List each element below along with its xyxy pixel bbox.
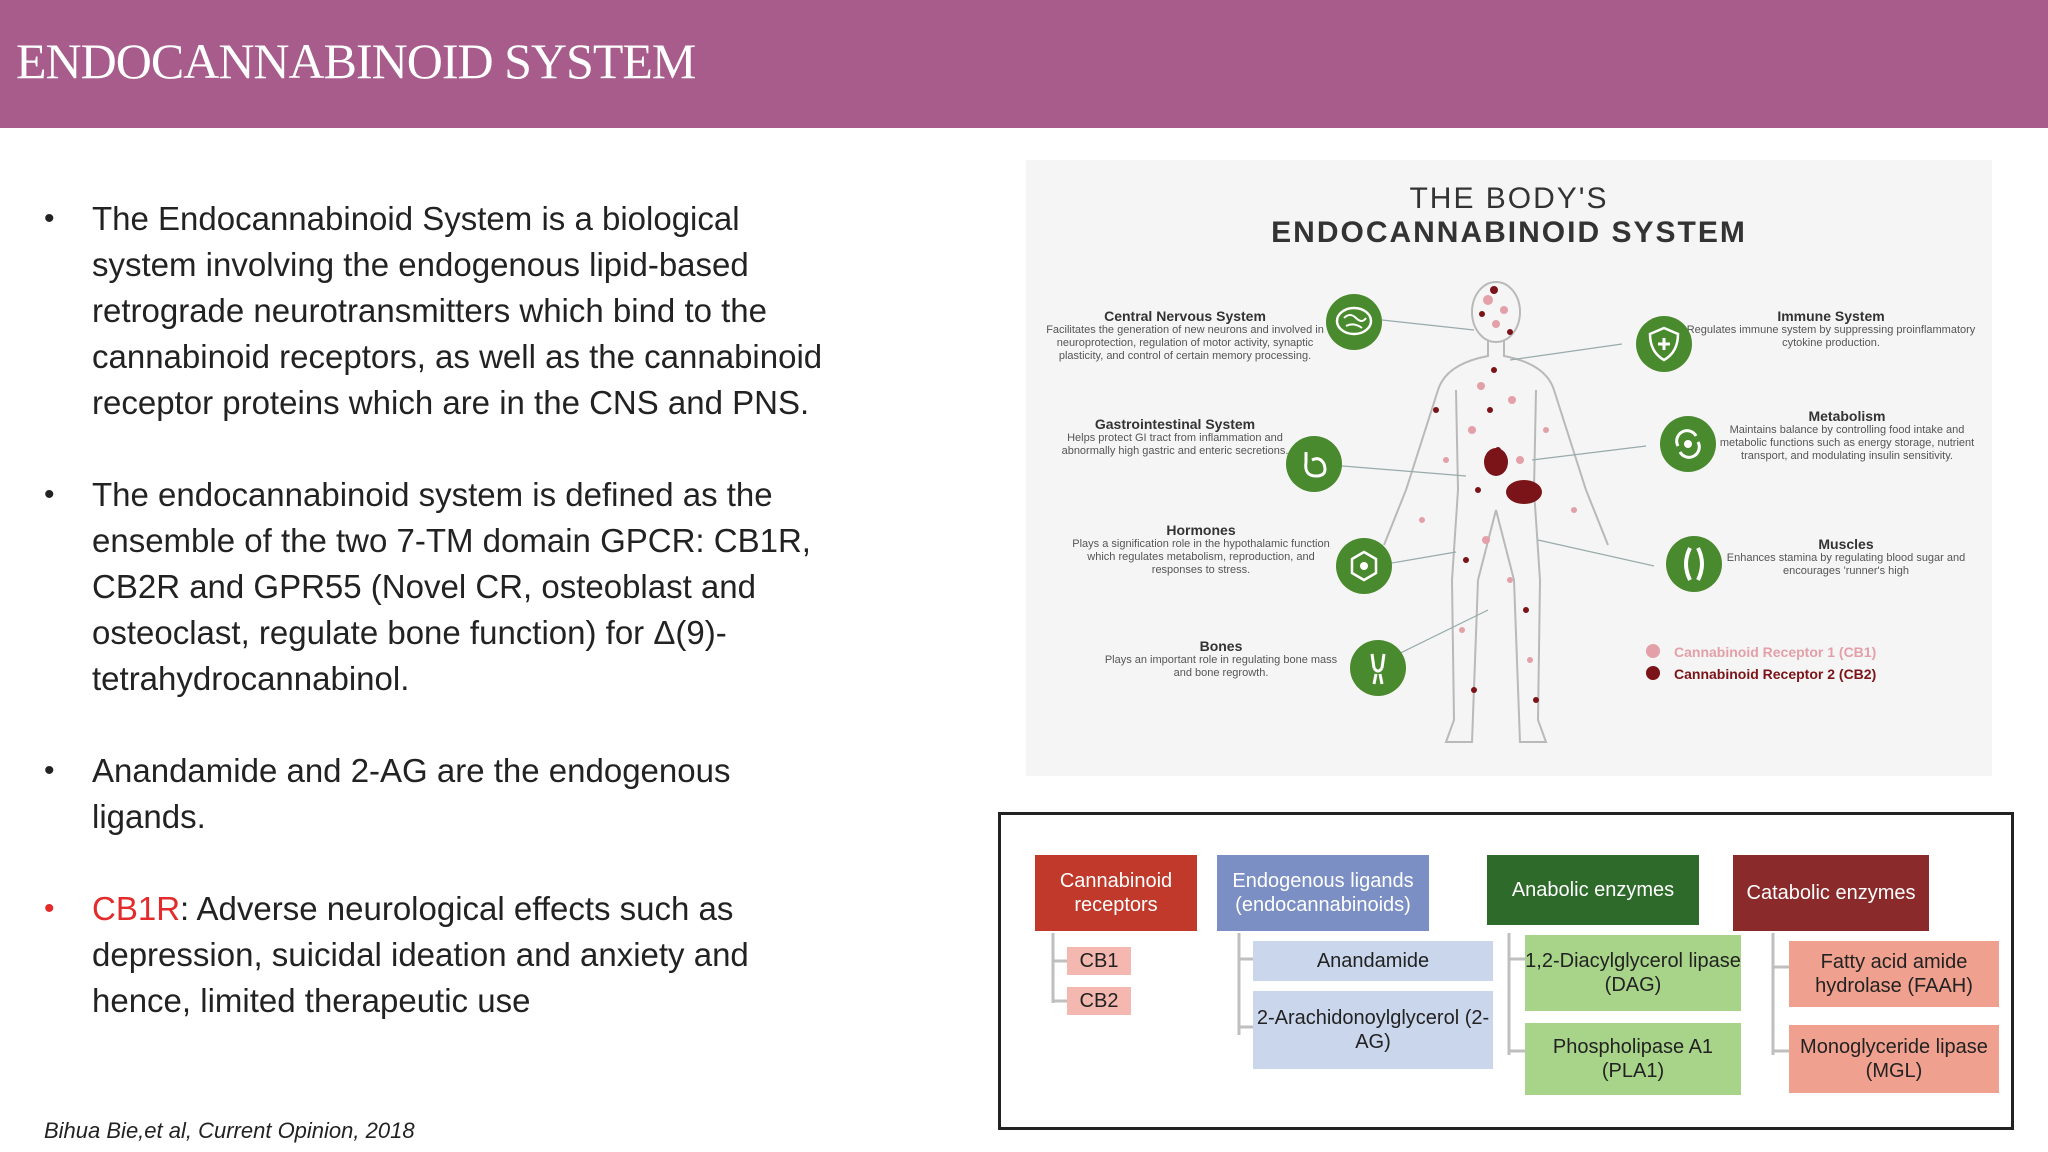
item-cb1: CB1 — [1067, 947, 1131, 975]
item-label: Monoglyceride lipase (MGL) — [1800, 1036, 1988, 1082]
bullet-text: The endocannabinoid system is defined as… — [92, 476, 811, 697]
item-2-ag: 2-Arachidonoylglycerol (2-AG) — [1253, 991, 1493, 1069]
legend-label: Cannabinoid Receptor 2 (CB2) — [1674, 666, 1877, 682]
endocannabinoid-infographic: THE BODY'S ENDOCANNABINOID SYSTEM — [1026, 160, 1992, 776]
system-name: Gastrointestinal System — [1094, 416, 1256, 432]
system-hormones: Hormones Plays a signification role in t… — [1066, 522, 1336, 577]
bullet-item: • Anandamide and 2-AG are the endogenous… — [40, 748, 840, 840]
bullet-marker: • — [44, 478, 55, 511]
system-name: Central Nervous System — [1104, 308, 1266, 324]
bullet-text: : Adverse neurological effects such as d… — [92, 890, 749, 1019]
system-name: Bones — [1199, 638, 1243, 654]
header-endogenous-ligands: Endogenous ligands (endocannabinoids) — [1217, 855, 1429, 931]
item-anandamide: Anandamide — [1253, 941, 1493, 981]
item-faah: Fatty acid amide hydrolase (FAAH) — [1789, 941, 1999, 1007]
muscle-icon — [1666, 536, 1722, 592]
header-cannabinoid-receptors: Cannabinoid receptors — [1035, 855, 1197, 931]
item-label: Fatty acid amide hydrolase (FAAH) — [1815, 951, 1973, 997]
legend-label: Cannabinoid Receptor 1 (CB1) — [1674, 644, 1877, 660]
system-name: Muscles — [1818, 536, 1874, 552]
system-desc: Helps protect GI tract from inflammation… — [1061, 432, 1289, 457]
system-immune: Immune System Regulates immune system by… — [1686, 308, 1976, 350]
item-label: CB1 — [1079, 950, 1119, 972]
system-metabolism: Metabolism Maintains balance by controll… — [1712, 408, 1982, 463]
system-name: Metabolism — [1808, 408, 1886, 424]
system-bones: Bones Plays an important role in regulat… — [1096, 638, 1346, 680]
body-figure — [1317, 281, 1655, 743]
item-label: 2-Arachidonoylglycerol (2-AG) — [1256, 1007, 1490, 1053]
system-name: Hormones — [1166, 522, 1236, 538]
bone-joint-icon — [1350, 640, 1406, 696]
bullet-marker: • — [44, 754, 55, 787]
system-desc: Facilitates the generation of new neuron… — [1046, 324, 1324, 362]
item-label: 1,2-Diacylglycerol lipase (DAG) — [1525, 950, 1741, 996]
system-desc: Maintains balance by controlling food in… — [1719, 424, 1975, 462]
recycle-icon — [1660, 416, 1716, 472]
bullet-item: • CB1R: Adverse neurological effects suc… — [40, 886, 840, 1024]
system-cns: Central Nervous System Facilitates the g… — [1040, 308, 1330, 363]
bullet-marker: • — [44, 202, 55, 235]
system-desc: Plays an important role in regulating bo… — [1104, 654, 1338, 679]
legend-item-cb1: Cannabinoid Receptor 1 (CB1) — [1646, 644, 1876, 660]
item-label: CB2 — [1079, 990, 1119, 1012]
bullet-item: • The endocannabinoid system is defined … — [40, 472, 840, 702]
bullet-highlight: CB1R — [92, 890, 181, 927]
citation: Bihua Bie,et al, Current Opinion, 2018 — [44, 1118, 415, 1143]
item-mgl: Monoglyceride lipase (MGL) — [1789, 1025, 1999, 1093]
header-label: Catabolic enzymes — [1746, 882, 1916, 904]
bullet-item: • The Endocannabinoid System is a biolog… — [40, 196, 840, 426]
brain-icon — [1326, 294, 1382, 350]
shield-plus-icon — [1636, 316, 1692, 372]
bullet-text: Anandamide and 2-AG are the endogenous l… — [92, 752, 731, 835]
enzyme-table: Cannabinoid receptors CB1 CB2 Endogenous… — [998, 812, 2014, 1130]
header-label: Endogenous ligands (endocannabinoids) — [1232, 870, 1414, 916]
slide-title: ENDOCANNABINOID SYSTEM — [16, 33, 696, 89]
infographic-title-line2: ENDOCANNABINOID SYSTEM — [1271, 216, 1747, 249]
bullet-marker: • — [44, 892, 55, 925]
header-catabolic-enzymes: Catabolic enzymes — [1733, 855, 1929, 931]
header-anabolic-enzymes: Anabolic enzymes — [1487, 855, 1699, 925]
bullet-list: • The Endocannabinoid System is a biolog… — [40, 196, 840, 1070]
molecule-icon — [1336, 538, 1392, 594]
system-desc: Enhances stamina by regulating blood sug… — [1726, 552, 1966, 577]
system-muscles: Muscles Enhances stamina by regulating b… — [1716, 536, 1976, 578]
header-label: Anabolic enzymes — [1511, 879, 1675, 901]
system-name: Immune System — [1777, 308, 1885, 324]
legend-dot — [1646, 644, 1660, 658]
item-phospholipase: Phospholipase A1 (PLA1) — [1525, 1023, 1741, 1095]
tree-connectors — [1051, 933, 1791, 1055]
bullet-text: The Endocannabinoid System is a biologic… — [92, 200, 823, 421]
item-cb2: CB2 — [1067, 987, 1131, 1015]
slide-header: ENDOCANNABINOID SYSTEM — [0, 0, 2048, 128]
header-label: Cannabinoid receptors — [1059, 870, 1173, 916]
system-desc: Plays a signification role in the hypoth… — [1072, 538, 1330, 576]
legend-item-cb2: Cannabinoid Receptor 2 (CB2) — [1646, 666, 1876, 682]
legend-dot — [1646, 666, 1660, 680]
stomach-icon — [1286, 436, 1342, 492]
system-gi: Gastrointestinal System Helps protect GI… — [1040, 416, 1310, 458]
item-label: Anandamide — [1316, 950, 1430, 972]
infographic-title-line1: THE BODY'S — [1409, 182, 1609, 215]
item-label: Phospholipase A1 (PLA1) — [1552, 1036, 1714, 1082]
system-desc: Regulates immune system by suppressing p… — [1686, 324, 1976, 349]
item-dag-lipase: 1,2-Diacylglycerol lipase (DAG) — [1525, 935, 1741, 1011]
